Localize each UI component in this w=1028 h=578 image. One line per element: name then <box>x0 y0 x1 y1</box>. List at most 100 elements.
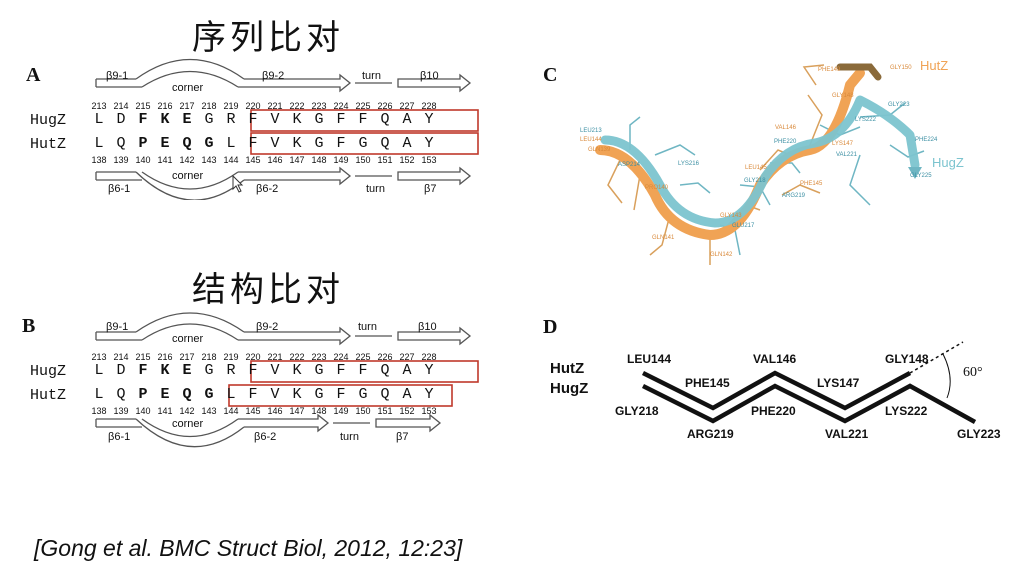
residue-label: PHE220 <box>774 139 797 145</box>
residue: G <box>358 386 368 403</box>
a-bottom-residues: L Q P E Q G L F V K G F G Q A Y <box>89 135 439 152</box>
b-ss-top-5: β10 <box>418 321 437 333</box>
residue: V <box>270 135 280 152</box>
residue-number: 146 <box>267 406 283 416</box>
residue-number: 215 <box>135 101 151 111</box>
residue-label: LEU213 <box>580 128 602 134</box>
residue: Q <box>380 111 390 128</box>
residue: G <box>204 135 214 152</box>
legend-hutz: HutZ <box>550 360 585 377</box>
citation: [Gong et al. BMC Struct Biol, 2012, 12:2… <box>34 535 463 561</box>
residue: F <box>336 111 346 128</box>
residue-number: 224 <box>333 101 349 111</box>
backbone-label: LYS147 <box>817 376 860 390</box>
residue-number: 213 <box>91 352 107 362</box>
b-label-hugz: HugZ <box>30 363 67 380</box>
residue-number: 145 <box>245 406 261 416</box>
residue-number: 152 <box>399 406 415 416</box>
legend-hugz: HugZ <box>550 380 589 397</box>
residue: G <box>314 111 324 128</box>
residue-label: ASP214 <box>618 162 641 168</box>
residue: G <box>314 135 324 152</box>
residue: F <box>336 386 346 403</box>
residue: A <box>402 386 412 403</box>
residue: P <box>138 135 148 152</box>
residue: V <box>270 362 280 379</box>
residue: E <box>160 135 170 152</box>
residue-number: 224 <box>333 352 349 362</box>
backbone-label: PHE145 <box>685 376 730 390</box>
panel-b: β9-1 corner β9-2 turn β10 β6-1 corner β6… <box>0 0 500 460</box>
residue-label: GLY148 <box>832 93 854 99</box>
backbone-label: VAL221 <box>825 427 869 441</box>
residue-number: 140 <box>135 406 151 416</box>
residue: K <box>292 111 302 128</box>
residue: Q <box>182 386 192 403</box>
residue: L <box>226 386 236 403</box>
residue: D <box>116 362 126 379</box>
a-ss-top-4: turn <box>362 70 381 82</box>
residue-label: GLU217 <box>732 223 755 229</box>
residue-number: 227 <box>399 101 415 111</box>
residue: F <box>336 135 346 152</box>
residue: E <box>182 111 192 128</box>
residue: Q <box>380 362 390 379</box>
backbone-label: LYS222 <box>885 404 928 418</box>
residue: D <box>116 111 126 128</box>
panel-a: β9-1 corner β9-2 turn β10 β6-1 corner β6… <box>0 0 500 200</box>
residue-label: LEU144 <box>580 137 602 143</box>
residue: R <box>226 362 236 379</box>
residue-number: 150 <box>355 155 371 165</box>
residue-number: 151 <box>377 155 393 165</box>
residue: G <box>314 362 324 379</box>
residue: Q <box>116 386 126 403</box>
residue-label: PRO140 <box>645 185 669 191</box>
residue-label: GLY218 <box>744 178 766 184</box>
residue: L <box>94 111 104 128</box>
a-ss-top-1: β9-1 <box>106 70 129 82</box>
angle-label: 60° <box>963 365 983 380</box>
a-ss-bottom-5: β7 <box>424 183 437 195</box>
residue-label: GLY225 <box>910 173 932 179</box>
residue-number: 152 <box>399 155 415 165</box>
residue-number: 223 <box>311 352 327 362</box>
residue: F <box>358 111 368 128</box>
residue-label: LYS222 <box>855 117 876 123</box>
residue-label: LYS147 <box>832 141 853 147</box>
residue-number: 226 <box>377 101 393 111</box>
residue-number: 146 <box>267 155 283 165</box>
panel-a-arrows <box>95 58 479 200</box>
backbone-label: LEU144 <box>627 352 672 366</box>
residue-label: LEU145 <box>745 165 767 171</box>
residue-number: 225 <box>355 101 371 111</box>
panel-letter-a: A <box>26 64 41 86</box>
b-top-numbers: 213 214 215 216 217 218 219 220 221 222 … <box>89 352 439 362</box>
residue-label: PHE145 <box>800 181 823 187</box>
residue: Q <box>182 135 192 152</box>
structure-alignment-title: 结构比对 <box>192 270 344 310</box>
residue-label: GLY150 <box>890 65 912 71</box>
residue-number: 217 <box>179 352 195 362</box>
b-ss-bottom-1: β6-1 <box>108 431 131 443</box>
residue-number: 220 <box>245 352 261 362</box>
b-ss-top-1: β9-1 <box>106 321 129 333</box>
residue-number: 153 <box>421 155 437 165</box>
residue-label: GLN139 <box>588 147 611 153</box>
panel-letter-c: C <box>543 64 558 86</box>
residue-label: PHE224 <box>915 137 938 143</box>
b-ss-top-3: β9-2 <box>256 321 279 333</box>
residue: K <box>292 135 302 152</box>
residue-number: 149 <box>333 406 349 416</box>
residue: Q <box>380 135 390 152</box>
residue-label: GLY223 <box>888 102 910 108</box>
residue-number: 215 <box>135 352 151 362</box>
residue: A <box>402 111 412 128</box>
residue: F <box>248 386 258 403</box>
residue: L <box>94 135 104 152</box>
residue-number: 219 <box>223 101 239 111</box>
panel-letter-d: D <box>543 316 558 338</box>
backbone-label: PHE220 <box>751 404 796 418</box>
a-ss-bottom-1: β6-1 <box>108 183 131 195</box>
residue: G <box>204 111 214 128</box>
backbone-label: GLY223 <box>957 427 1001 441</box>
